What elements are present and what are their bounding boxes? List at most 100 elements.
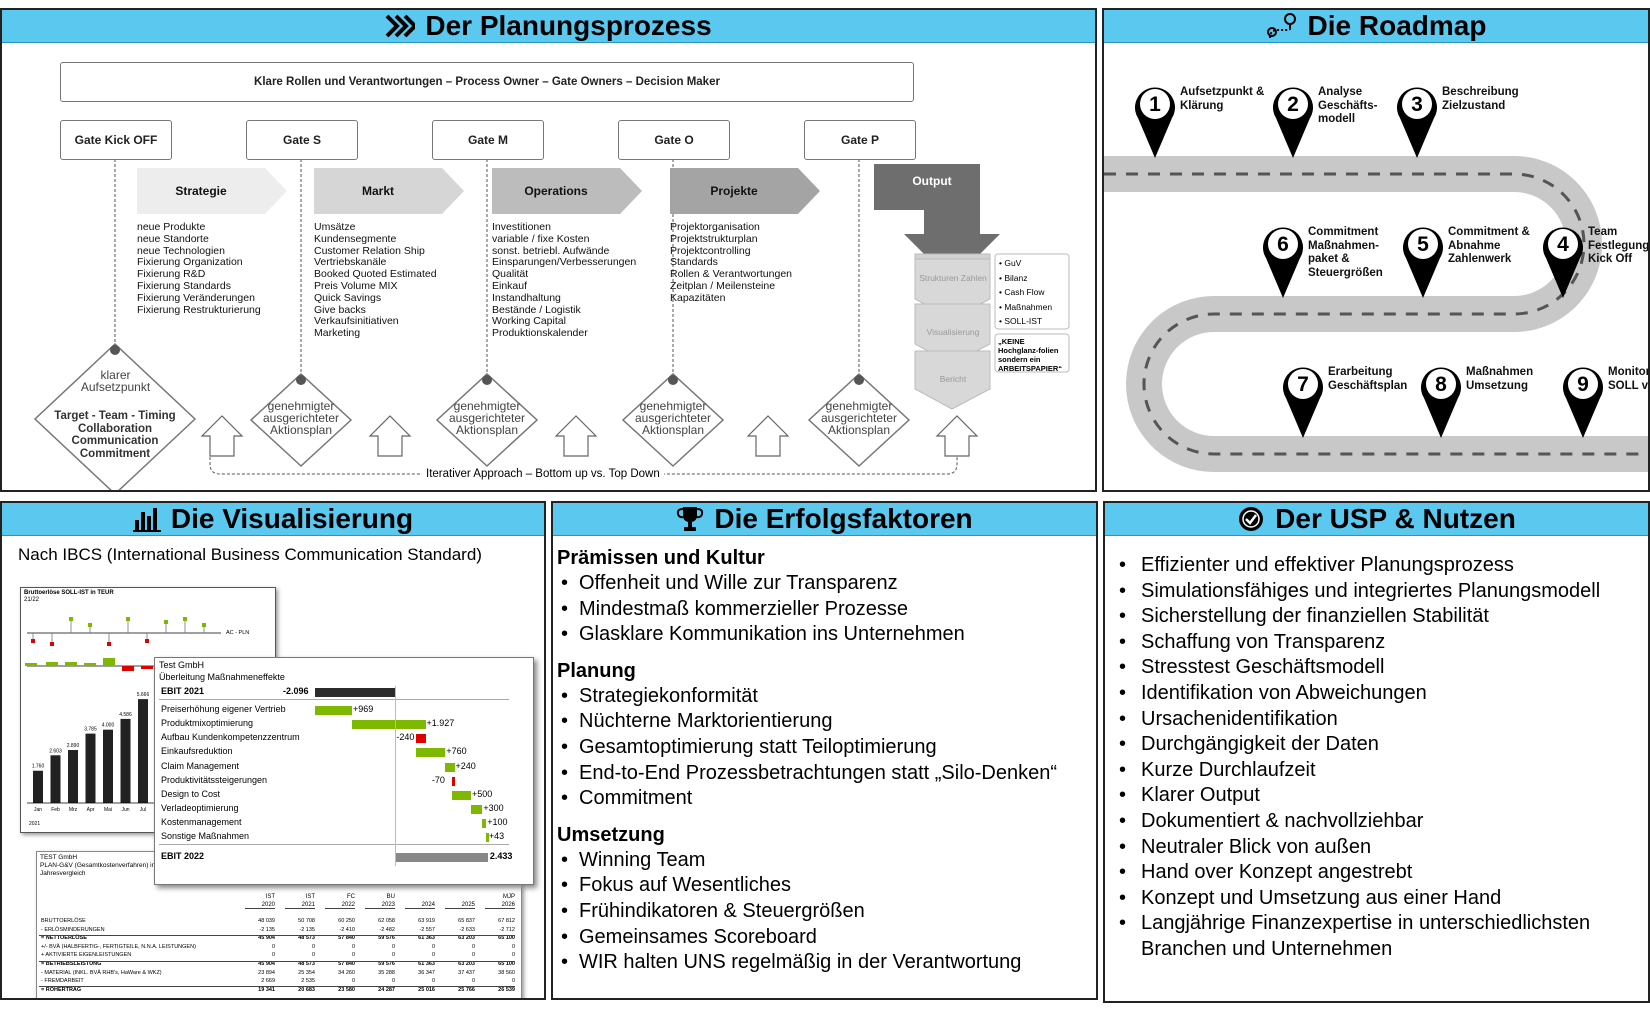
category-item: Projektcontrolling [670, 244, 751, 257]
category-item: Booked Quoted Estimated [314, 268, 437, 281]
pin-number: 7 [1297, 373, 1309, 396]
usp-item: Simulationsfähiges und integriertes Plan… [1115, 579, 1645, 605]
table-cell: 38 560 [498, 969, 515, 976]
success-item: WIR halten UNS regelmäßig in der Verantw… [557, 950, 1096, 976]
table-cell: 0 [351, 952, 355, 959]
table-cell: 65 100 [498, 935, 515, 942]
output-arrow-shape [874, 164, 1000, 282]
usp-item: Schaffung von Transparenz [1115, 630, 1645, 656]
chart1-value-label: 5.666 [137, 692, 150, 698]
visual-header: Die Visualisierung [2, 503, 544, 536]
waterfall-divider [159, 844, 509, 845]
waterfall-bar [445, 762, 455, 772]
table-row-label: - MATERIAL (INKL. BVÄ RHB's, HaWare & WK… [41, 969, 162, 976]
waterfall-divider [159, 699, 509, 700]
table-cell: 65 837 [458, 918, 475, 924]
table-cell: 57 840 [338, 935, 355, 942]
map-pin-icon: 4 [1543, 227, 1583, 298]
table-cell: 25 766 [458, 986, 475, 993]
success-section-heading: Planung [557, 659, 636, 682]
category-item: variable / fixe Kosten [492, 232, 590, 245]
chart1-value-label: 1.760 [32, 764, 45, 770]
table-cell: 63 203 [458, 935, 475, 942]
map-pin-icon: 7 [1283, 367, 1323, 438]
map-pin-icon: 1 [1135, 87, 1175, 158]
waterfall-value-label: +760 [446, 746, 467, 757]
success-item: Frühindikatoren & Steuergrößen [557, 899, 1096, 925]
category-arrow-1 [314, 168, 464, 214]
roadmap-step-label: Aufsetzpunkt & Klärung [1180, 86, 1265, 112]
success-item: Glasklare Kommunikation ins Unternehmen [557, 622, 1096, 648]
pin-number: 1 [1149, 93, 1161, 116]
table-year-header: 2021 [285, 902, 315, 909]
table-cell: 0 [351, 943, 355, 950]
category-item: Quick Savings [314, 291, 382, 304]
waterfall-value-label: +969 [352, 704, 374, 715]
output-item: • Bilanz [999, 272, 1028, 283]
table-cell: 50 708 [298, 918, 315, 924]
table-cell: 0 [311, 952, 315, 959]
table-cell: 37 437 [458, 969, 475, 976]
output-label: Output [912, 174, 952, 188]
category-item: Zeitplan / Meilensteine [670, 279, 776, 292]
waterfall-row-label: Preiserhöhung eigener Vertrieb [161, 704, 286, 715]
pin-number: 5 [1417, 233, 1429, 256]
pin-number: 6 [1277, 233, 1289, 256]
category-item: Fixierung R&D [137, 268, 206, 281]
chart1-value-label: 4.586 [119, 712, 132, 718]
table-type-header: IST [265, 894, 275, 900]
waterfall-bar [482, 818, 487, 828]
success-panel: Die Erfolgsfaktoren Prämissen und Kultur… [551, 501, 1098, 1000]
chart1-bar [120, 718, 131, 803]
chart1-bar [85, 733, 96, 803]
pin-number: 4 [1557, 233, 1569, 256]
roadmap-step-label: Analyse Geschäfts-modell [1318, 86, 1378, 125]
waterfall-row-label: Verladeoptimierung [161, 802, 239, 813]
category-item: Customer Relation Ship [314, 244, 425, 257]
waterfall-value-label: +1.927 [426, 718, 455, 729]
table-cell: 0 [391, 952, 395, 959]
category-item: Vertriebskanäle [314, 256, 387, 269]
output-item: • GuV [999, 258, 1022, 268]
waterfall-title: Überleitung Maßnahmeneffekte [159, 672, 285, 682]
waterfall-row-label: Produktmixoptimierung [161, 718, 254, 729]
waterfall-value-label: -2.096 [283, 686, 309, 696]
roadmap-road [1104, 156, 1648, 472]
category-item: Fixierung Organization [137, 256, 243, 269]
category-item: Fixierung Standards [137, 279, 231, 292]
success-item: Fokus auf Wesentliches [557, 873, 1096, 899]
waterfall-bar [315, 688, 395, 697]
pin-number: 9 [1577, 373, 1589, 396]
usp-item: Stresstest Geschäftsmodell [1115, 655, 1645, 681]
success-item: Mindestmaß kommerzieller Prozesse [557, 597, 1096, 623]
chart1-bar [138, 699, 148, 803]
table-cell: 0 [271, 952, 275, 959]
category-arrow-0 [137, 168, 287, 214]
output-step-2: Visualisierung [926, 327, 980, 337]
gate-o-diamond: genehmigter ausgerichteter Aktionsplan [634, 399, 712, 437]
table-cell: 45 904 [258, 935, 275, 942]
table-cell: 59 576 [378, 961, 395, 967]
chart1-bar [103, 729, 113, 803]
waterfall-value-label: 2.433 [489, 851, 513, 862]
planning-header: Der Planungsprozess [2, 10, 1095, 43]
table-title: PLAN-G&V (Gesamtkostenverfahren) in T [40, 862, 161, 869]
pin-number: 2 [1287, 93, 1299, 116]
gate-o: Gate O [618, 120, 730, 160]
table-cell: 0 [511, 952, 515, 959]
planning-diagram: Klare Rollen und Verantwortungen – Proce… [2, 44, 1095, 490]
table-row-label: = BETRIEBSLEISTUNG [41, 961, 102, 967]
map-pin-icon: 8 [1421, 367, 1461, 438]
category-item: neue Produkte [137, 221, 206, 233]
success-item: Gemeinsames Scoreboard [557, 925, 1096, 951]
waterfall-value-label: +240 [455, 760, 476, 771]
roadmap-header: Die Roadmap [1104, 10, 1648, 43]
output-item: • Cash Flow [999, 287, 1045, 297]
table-cell: 0 [431, 943, 435, 950]
category-arrow-3 [670, 168, 820, 214]
chart1-value-label: 3.785 [84, 727, 97, 733]
chart1-month-label: Jan [33, 807, 43, 813]
chart1-title: Bruttoerlöse SOLL-IST in TEUR [24, 590, 114, 596]
waterfall-row-label: Einkaufsreduktion [161, 746, 233, 757]
visual-panel: Die Visualisierung Nach IBCS (Internatio… [0, 501, 546, 1000]
